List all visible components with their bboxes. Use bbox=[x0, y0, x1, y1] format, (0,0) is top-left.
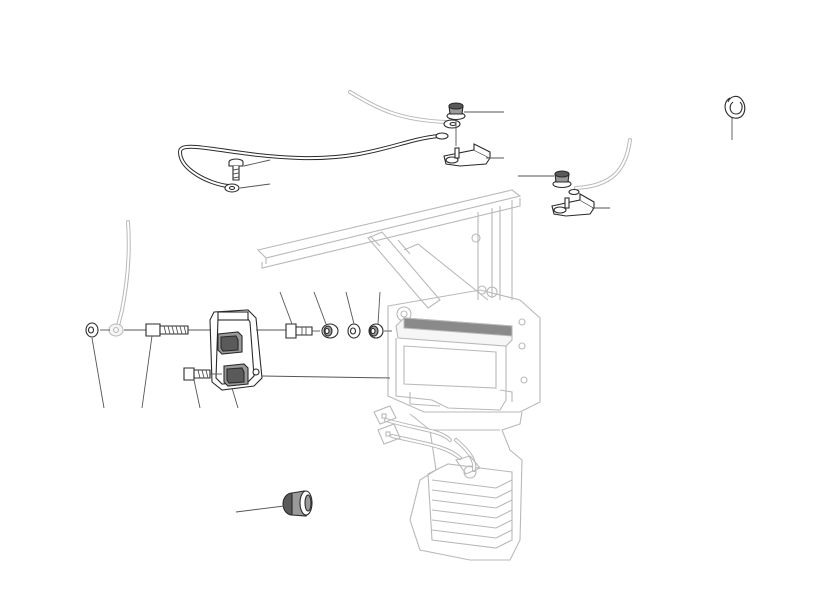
frame-assembly-ghost bbox=[256, 189, 541, 561]
leader-ring-terminal-left bbox=[239, 183, 271, 189]
ground-tab-right bbox=[551, 188, 595, 217]
battery-cable-left bbox=[108, 220, 131, 337]
fuse-holder-housing bbox=[209, 309, 263, 391]
flange-nut-row bbox=[321, 323, 339, 339]
flange-nut-right bbox=[552, 170, 572, 189]
shoulder-bolt bbox=[285, 323, 313, 339]
rubber-grommet bbox=[282, 490, 313, 517]
pan-head-screw bbox=[228, 158, 244, 181]
ground-tab-top bbox=[443, 143, 491, 167]
relay-upper bbox=[217, 331, 243, 355]
ground-cable-ghost-top bbox=[348, 90, 448, 124]
leader-pan-head-screw bbox=[243, 159, 271, 167]
short-bolt bbox=[183, 367, 211, 381]
ground-cable-left bbox=[177, 132, 449, 193]
leader-lines-hardware bbox=[91, 291, 391, 409]
rectifier-ghost bbox=[427, 463, 513, 549]
long-bolt bbox=[145, 323, 189, 337]
leader-rubber-grommet bbox=[235, 505, 285, 513]
hex-nut-left bbox=[85, 322, 99, 338]
hose-clamp bbox=[724, 95, 746, 119]
ground-cable-right bbox=[574, 138, 632, 190]
spacer-row bbox=[368, 323, 384, 339]
ring-terminal-top bbox=[443, 119, 461, 129]
flange-nut-top bbox=[446, 102, 466, 121]
washer-row bbox=[347, 323, 361, 339]
wire-harness-ghost bbox=[373, 405, 481, 475]
relay-lower bbox=[223, 363, 249, 387]
